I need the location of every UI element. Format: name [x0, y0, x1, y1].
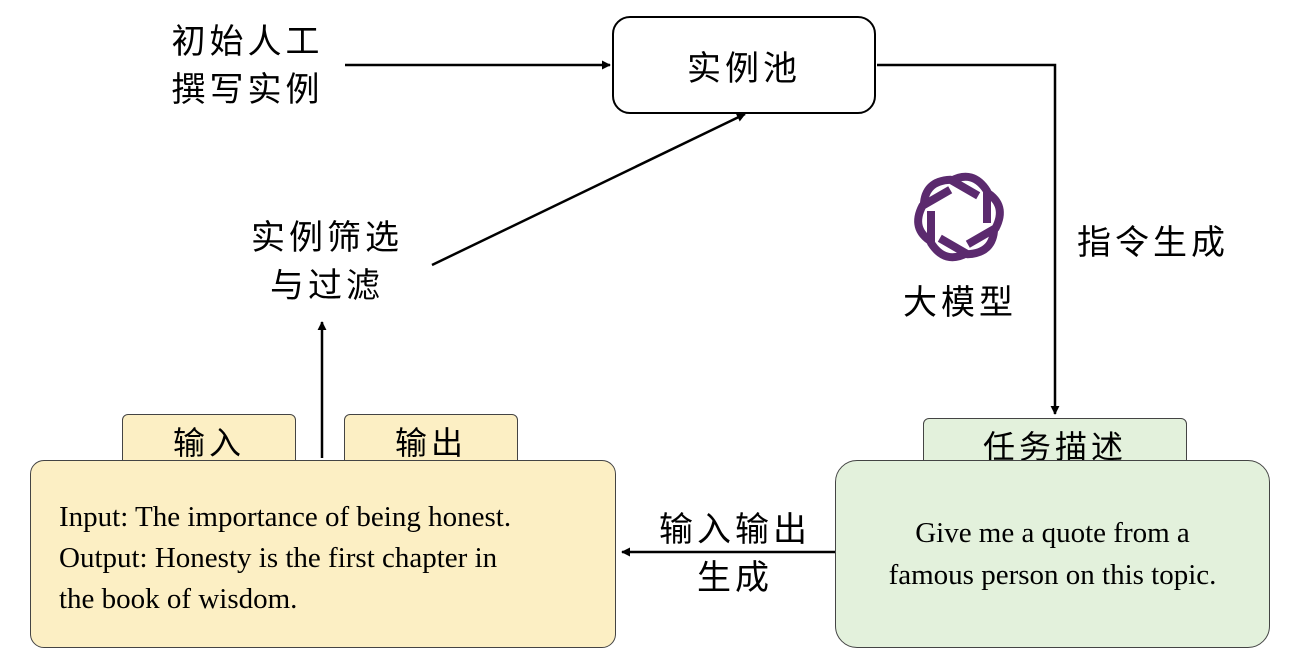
task-description-box: Give me a quote from a famous person on …	[835, 460, 1270, 648]
io-generation-label: 输入输出 生成	[640, 506, 830, 602]
io-generation-line1: 输入输出	[659, 510, 811, 550]
task-description-line2: famous person on this topic.	[888, 559, 1217, 591]
io-generation-line2: 生成	[697, 558, 773, 598]
filter-line2: 与过滤	[270, 266, 384, 306]
instance-pool-box: 实例池	[612, 16, 876, 114]
instance-example-box: Input: The importance of being honest. O…	[30, 460, 616, 648]
filter-line1: 实例筛选	[251, 218, 403, 258]
initial-seed-line2: 撰写实例	[171, 70, 324, 110]
filter-label: 实例筛选 与过滤	[232, 214, 422, 310]
openai-logo-icon	[914, 172, 1004, 262]
input-tab: 输入	[122, 414, 296, 468]
initial-seed-line1: 初始人工	[171, 22, 324, 62]
instruction-generation-label: 指令生成	[1077, 223, 1229, 263]
instance-output-line-cont: the book of wisdom.	[59, 583, 298, 615]
arrow-pool-to-task	[877, 63, 1060, 415]
instance-input-line: Input: The importance of being honest.	[59, 501, 512, 533]
instance-output-line: Output: Honesty is the first chapter in	[59, 542, 498, 574]
instance-pool-label: 实例池	[687, 48, 801, 89]
initial-seed-label: 初始人工 撰写实例	[160, 18, 335, 114]
arrow-filter-to-pool	[431, 112, 746, 267]
llm-label: 大模型	[903, 283, 1017, 323]
output-tab: 输出	[344, 414, 518, 468]
output-tab-label: 输出	[394, 424, 467, 462]
task-description-tab-label: 任务描述	[982, 428, 1127, 466]
task-description-line1: Give me a quote from a	[915, 517, 1190, 549]
input-tab-label: 输入	[172, 424, 245, 462]
